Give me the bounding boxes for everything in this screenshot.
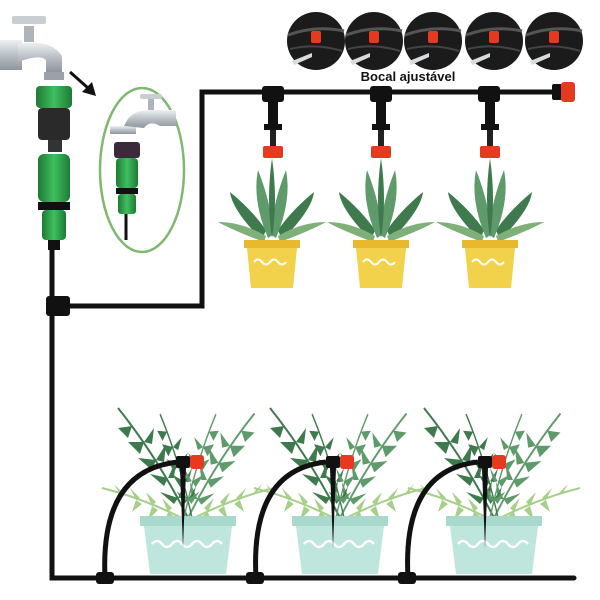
end-plug xyxy=(552,82,575,102)
nozzle-caption: Bocal ajustável xyxy=(360,69,456,84)
water-tap-icon xyxy=(0,16,64,80)
nozzle-photo-icon xyxy=(285,10,585,72)
dripper-icon xyxy=(263,102,500,158)
dripper-icon xyxy=(102,455,506,579)
tap-adapter xyxy=(36,86,72,250)
potted-plant-icon xyxy=(217,157,545,289)
tube-connectors xyxy=(46,86,500,584)
potted-plant-icon xyxy=(102,408,580,574)
arrow-icon xyxy=(69,70,96,96)
adapter-inset xyxy=(98,86,186,254)
